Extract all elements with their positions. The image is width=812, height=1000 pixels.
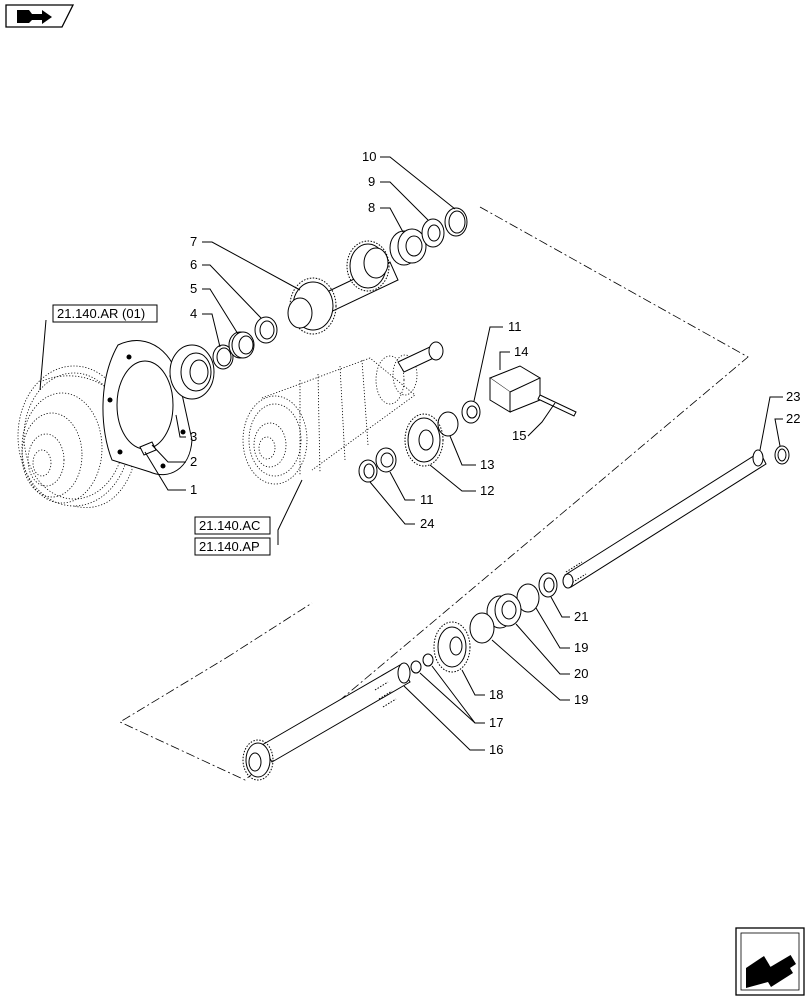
long-shaft — [562, 449, 767, 589]
bearing-8 — [389, 228, 427, 266]
ring-13 — [437, 411, 459, 437]
callout-22: 22 — [786, 411, 800, 426]
callout-6: 6 — [190, 257, 197, 272]
nav-back-icon[interactable] — [5, 4, 75, 28]
callout-11-upper: 11 — [508, 319, 522, 334]
ring-22 — [774, 445, 790, 465]
reference-box-ac[interactable]: 21.140.AC — [194, 516, 271, 535]
callout-2: 2 — [190, 454, 197, 469]
callout-1: 1 — [190, 482, 197, 497]
washer-6 — [254, 316, 278, 344]
callout-19-lower: 19 — [574, 692, 588, 707]
callout-15: 15 — [512, 428, 526, 443]
input-shaft — [287, 240, 399, 335]
callout-20: 20 — [574, 666, 588, 681]
pin-15 — [537, 394, 577, 417]
leader-lines — [39, 156, 783, 751]
callout-18: 18 — [489, 687, 503, 702]
callout-3: 3 — [190, 429, 197, 444]
bearing-20 — [486, 593, 522, 629]
callout-5: 5 — [190, 281, 197, 296]
bearing-11-lower — [375, 447, 397, 473]
callout-numbers: 1 2 3 4 5 6 7 8 9 10 11 14 15 11 13 12 2… — [190, 149, 800, 757]
output-shaft — [242, 662, 411, 781]
callout-16: 16 — [489, 742, 503, 757]
callout-21: 21 — [574, 609, 588, 624]
bearing-11-upper — [461, 400, 481, 424]
callout-11-lower: 11 — [420, 492, 434, 507]
callout-8: 8 — [368, 200, 375, 215]
callout-4: 4 — [190, 306, 197, 321]
callout-24: 24 — [420, 516, 434, 531]
reference-label-ar: 21.140.AR (01) — [57, 306, 145, 321]
nut-21 — [538, 572, 558, 598]
shaft-14 — [488, 365, 542, 413]
needle-bearing-5 — [228, 331, 255, 359]
callout-10: 10 — [362, 149, 376, 164]
reference-box-ap[interactable]: 21.140.AP — [194, 537, 271, 556]
bearing-large — [169, 344, 215, 400]
clutch-pack — [242, 341, 444, 485]
rings-17 — [410, 653, 434, 674]
callout-7: 7 — [190, 234, 197, 249]
washer-9 — [421, 218, 445, 248]
snap-ring-10 — [444, 207, 468, 237]
assembly-outline — [119, 206, 749, 781]
reference-box-ar[interactable]: 21.140.AR (01) — [52, 304, 158, 323]
callout-9: 9 — [368, 174, 375, 189]
callout-14: 14 — [514, 344, 528, 359]
gear-12 — [404, 413, 444, 467]
ring-24 — [358, 459, 378, 483]
callout-17: 17 — [489, 715, 503, 730]
snap-ring-4 — [212, 344, 234, 370]
snap-ring-19b — [469, 612, 495, 644]
callout-13: 13 — [480, 457, 494, 472]
reference-label-ac: 21.140.AC — [199, 518, 260, 533]
gear-18 — [433, 621, 471, 673]
callout-19-upper: 19 — [574, 640, 588, 655]
reference-label-ap: 21.140.AP — [199, 539, 260, 554]
callout-12: 12 — [480, 483, 494, 498]
nav-next-icon[interactable] — [735, 927, 805, 996]
callout-23: 23 — [786, 389, 800, 404]
